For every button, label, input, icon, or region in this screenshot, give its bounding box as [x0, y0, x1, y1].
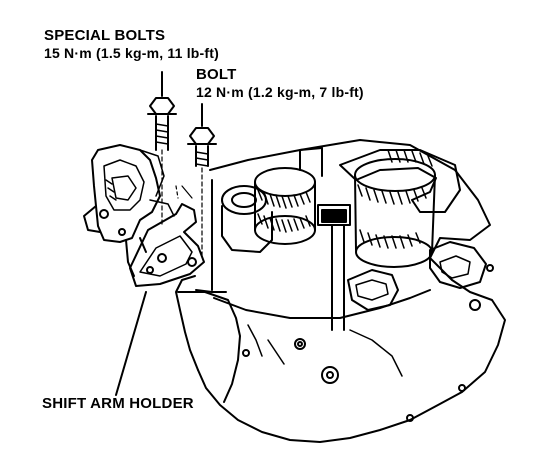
special-bolts-torque-spec: 15 N·m (1.5 kg-m, 11 lb-ft)	[44, 45, 219, 61]
shift-arm-holder-label: SHIFT ARM HOLDER	[42, 395, 194, 412]
bolt-label: BOLT	[196, 66, 237, 83]
bolt	[187, 103, 217, 259]
shift-arm-holder	[83, 144, 205, 287]
shift-arm-holder-leader	[115, 291, 147, 396]
special-bolts-label: SPECIAL BOLTS	[44, 27, 166, 44]
transmission-housing	[175, 139, 506, 443]
gear-cluster	[195, 147, 461, 331]
special-bolt	[147, 71, 177, 227]
bolt-torque-spec: 12 N·m (1.2 kg-m, 7 lb-ft)	[196, 84, 364, 100]
